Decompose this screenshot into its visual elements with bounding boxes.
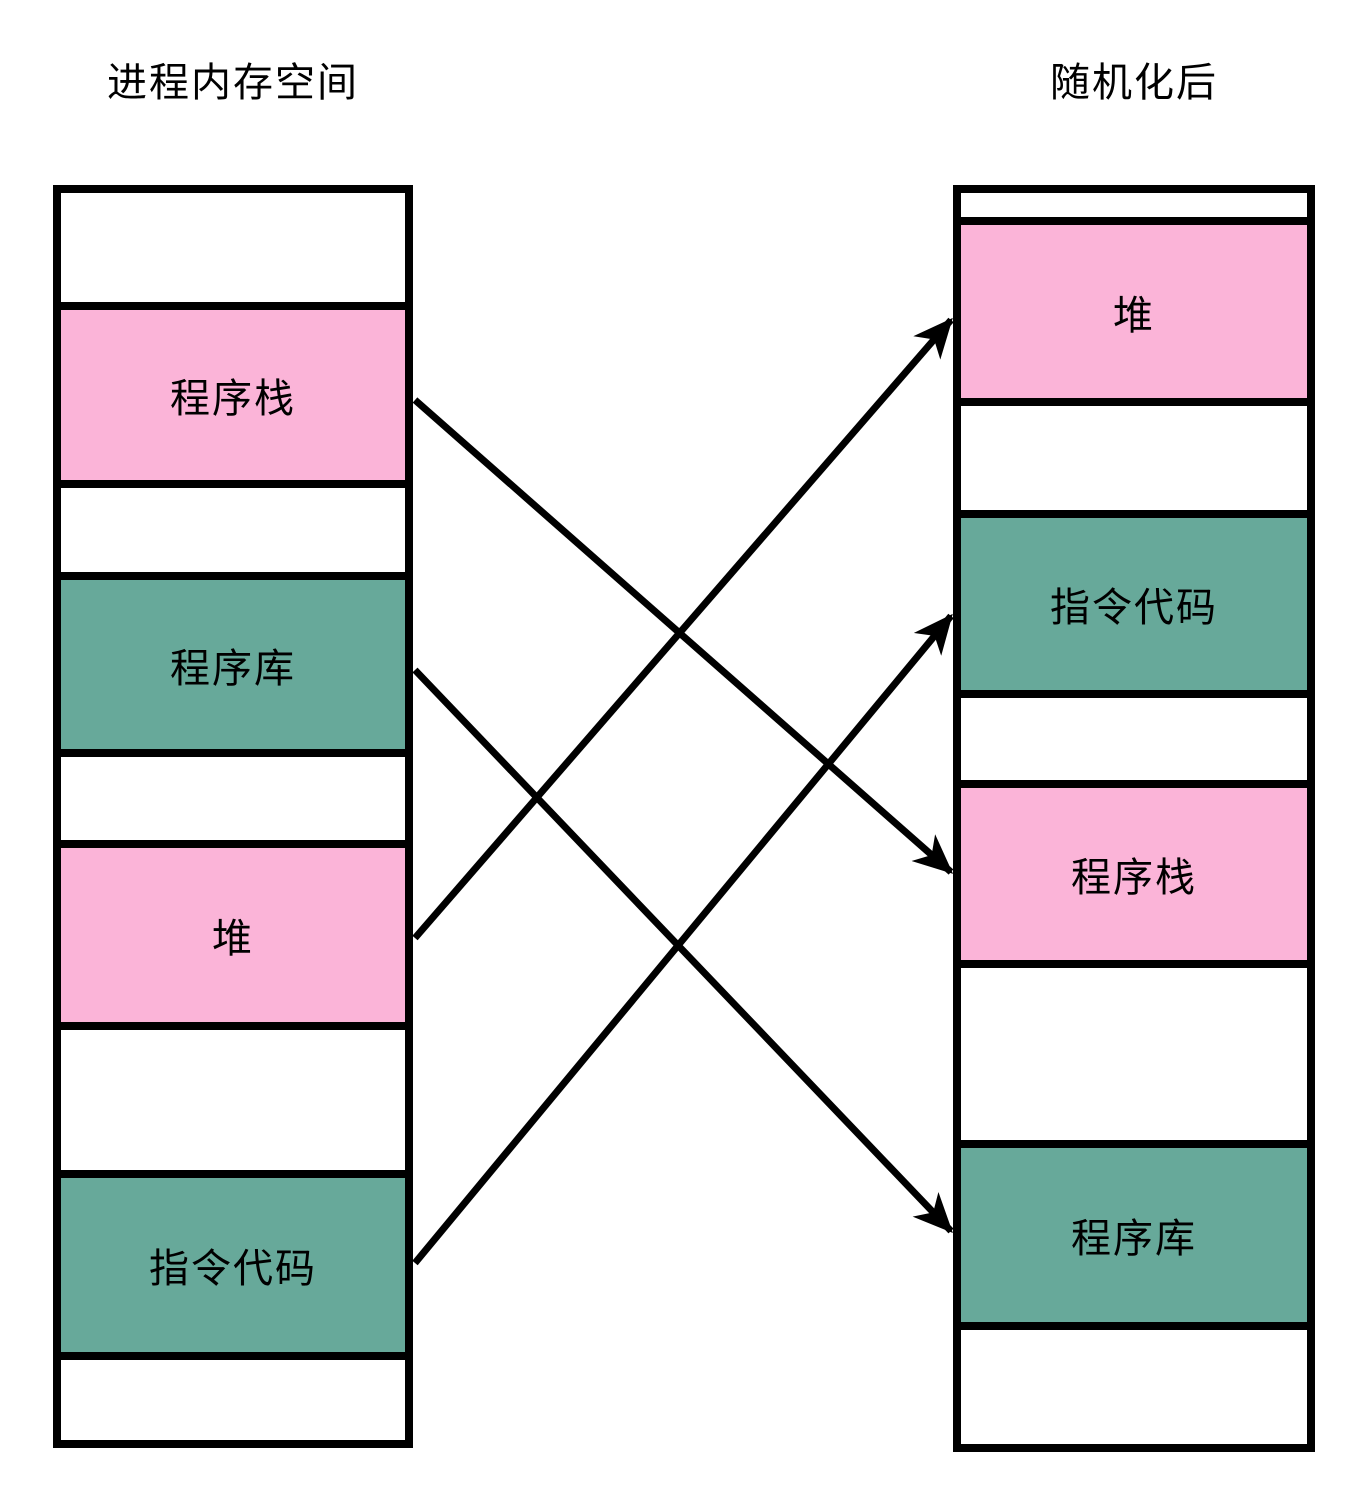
title-after-randomization: 随机化后 [1050,61,1218,105]
segment-library: 程序库 [961,1148,1307,1330]
arrow-library [412,667,954,1234]
memory-column-after: 堆 指令代码 程序栈 程序库 [953,185,1315,1452]
segment-stack: 程序栈 [61,310,405,488]
segment-heap: 堆 [61,848,405,1030]
segment-empty [961,193,1307,225]
segment-empty [961,1330,1307,1444]
segment-stack: 程序栈 [961,788,1307,968]
segment-empty [61,757,405,848]
segment-empty [61,1360,405,1440]
segment-empty [961,968,1307,1148]
title-process-memory-space: 进程内存空间 [107,61,359,105]
segment-heap: 堆 [961,225,1307,406]
arrow-heap [412,317,954,941]
segment-empty [961,698,1307,788]
arrow-stack [412,397,954,875]
segment-code: 指令代码 [961,518,1307,698]
memory-column-before: 程序栈 程序库 堆 指令代码 [53,185,413,1448]
segment-empty [61,193,405,310]
arrow-code [412,613,954,1266]
segment-empty [61,1030,405,1178]
segment-empty [61,488,405,580]
segment-empty [961,406,1307,518]
segment-library: 程序库 [61,580,405,757]
segment-code: 指令代码 [61,1178,405,1360]
